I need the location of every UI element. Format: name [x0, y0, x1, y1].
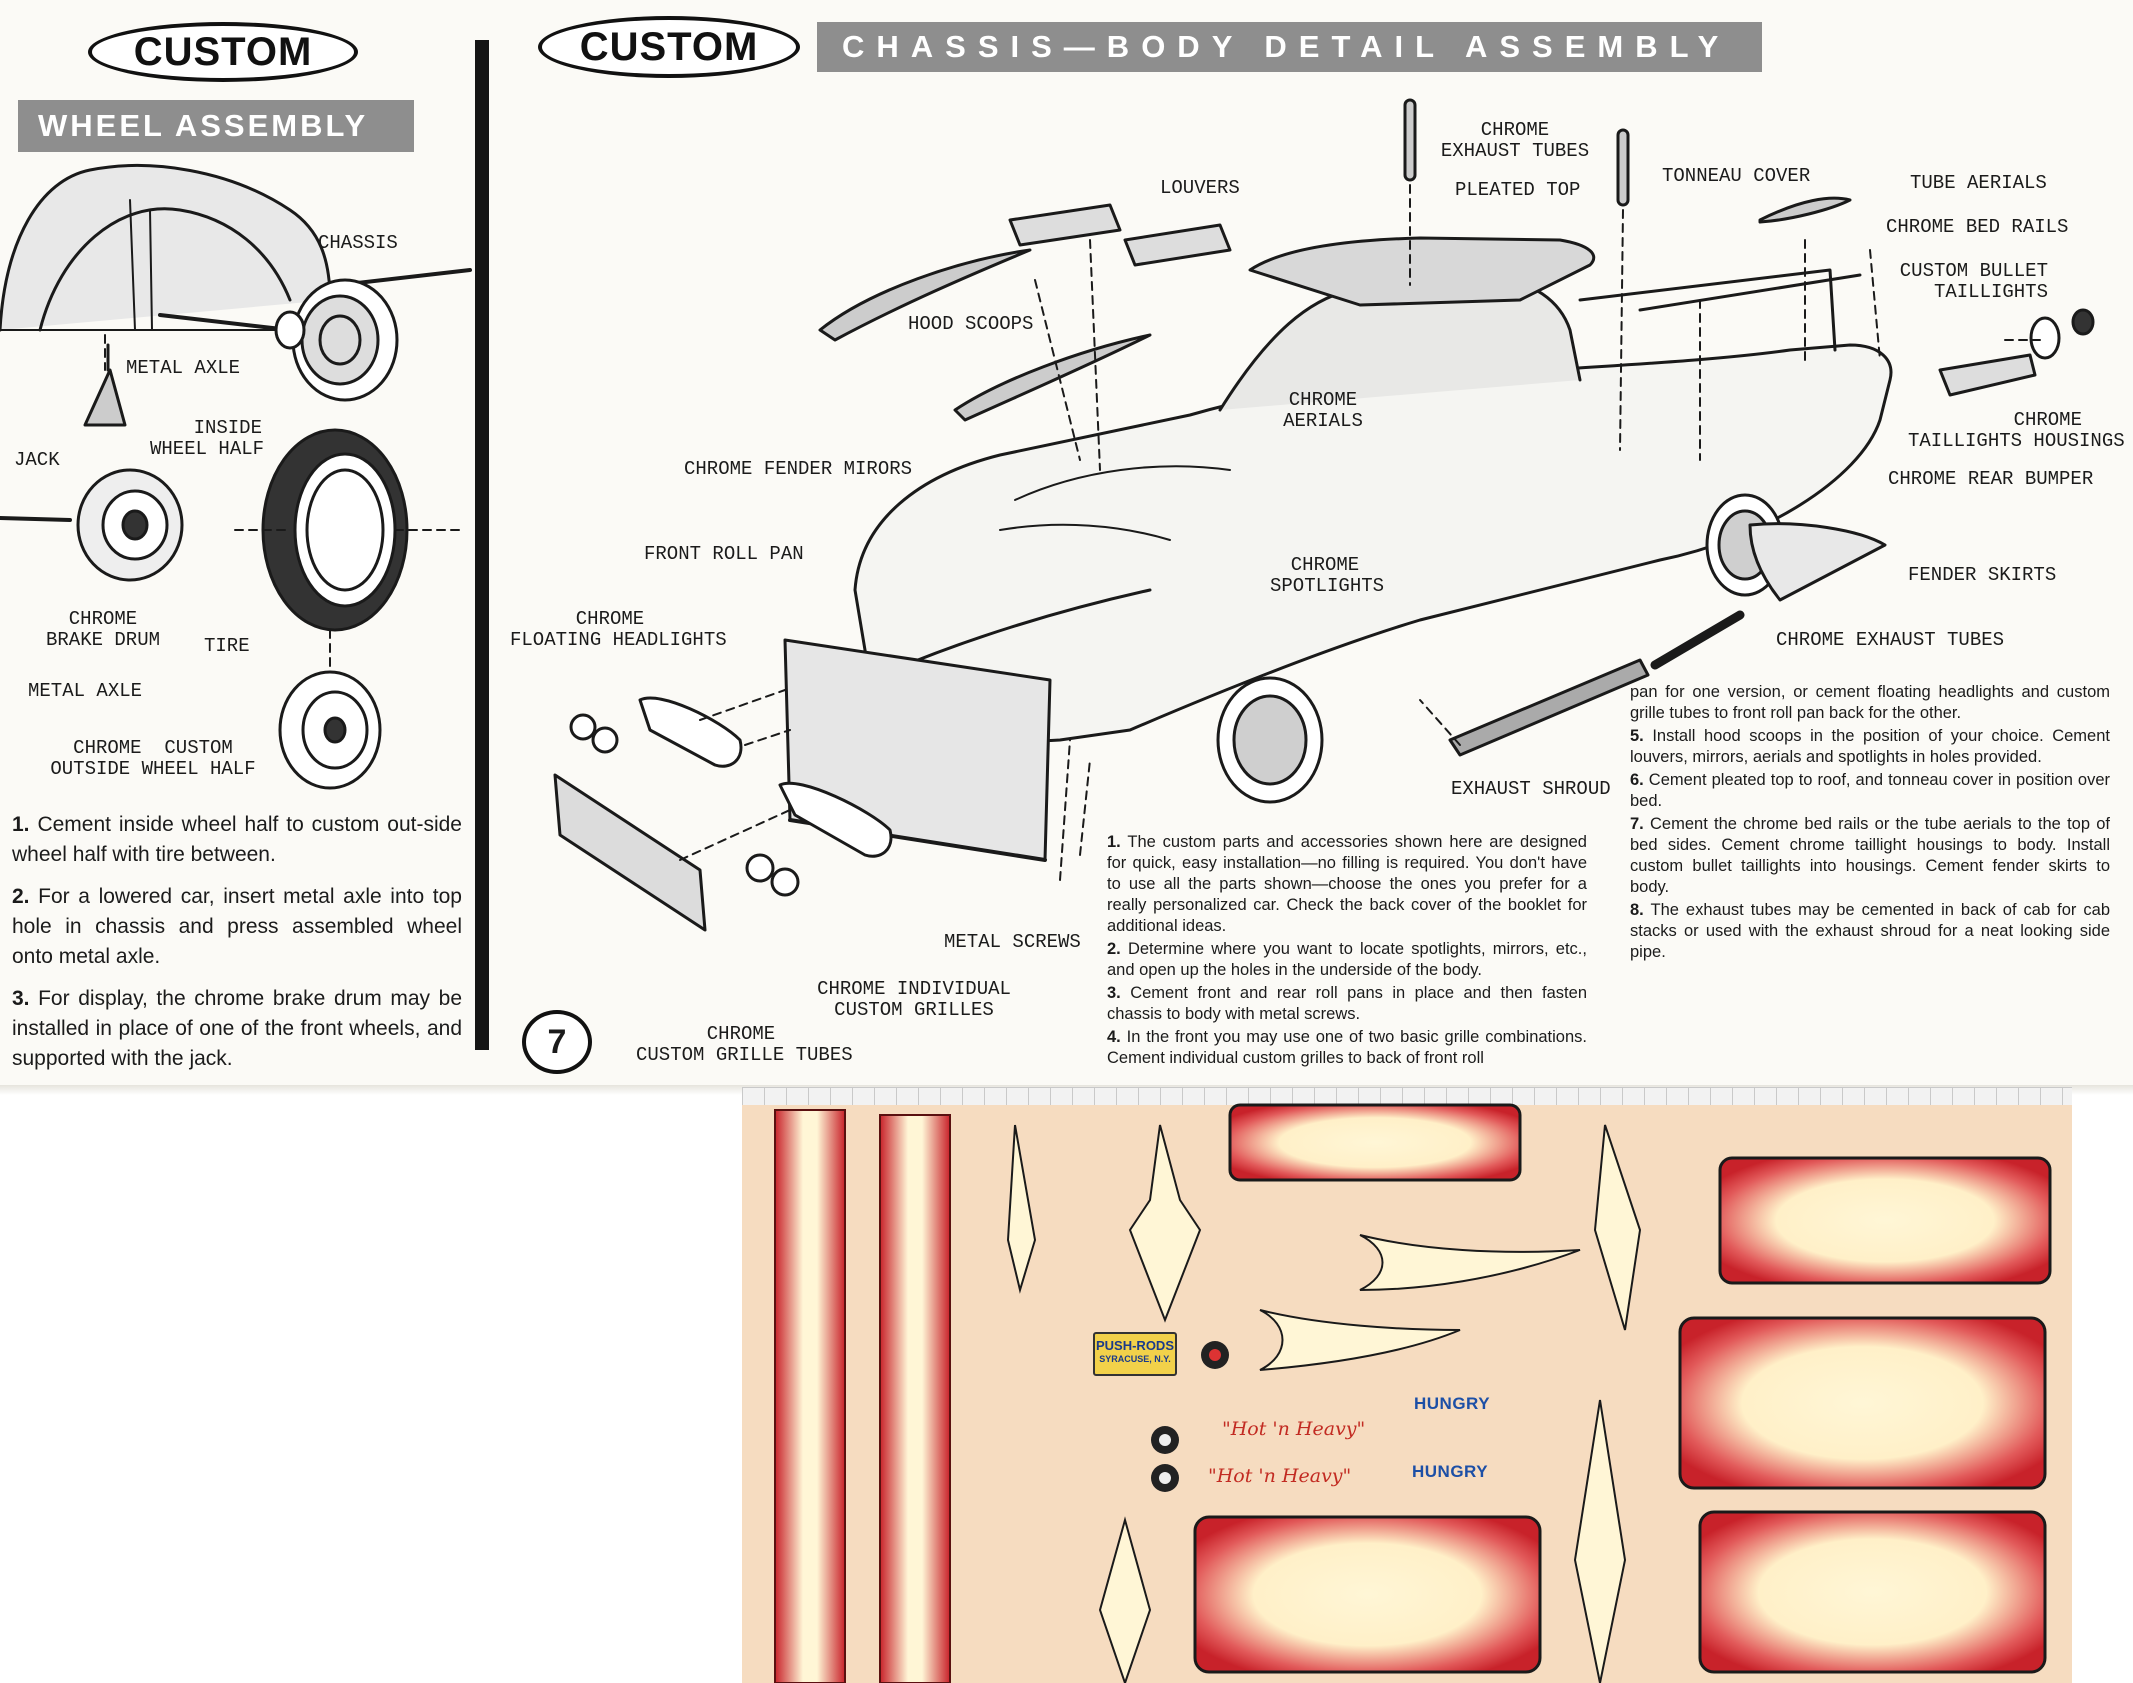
- decal-sheet: [742, 1105, 2072, 1683]
- label-tire: TIRE: [204, 635, 250, 657]
- outside-wheel-half-illustration: [278, 670, 382, 790]
- label-hood-scoops: HOOD SCOOPS: [908, 313, 1034, 335]
- label-chrome-aerials: CHROME AERIALS: [1283, 389, 1363, 432]
- label-tonneau-cover: TONNEAU COVER: [1662, 165, 1811, 187]
- wheel-assembly-steps: 1. Cement inside wheel half to custom ou…: [12, 810, 462, 1086]
- assembly-step-4: 4. In the front you may use one of two b…: [1107, 1028, 1587, 1067]
- label-chrome-exhaust-tubes-side: CHROME EXHAUST TUBES: [1776, 629, 2005, 651]
- label-chassis: CHASSIS: [318, 232, 398, 254]
- label-chrome-fender-mirors: CHROME FENDER MIRORS: [684, 458, 913, 480]
- brake-drum-illustration: [0, 468, 184, 582]
- louvers-illustration: [1008, 203, 1232, 267]
- assembly-step-4-continued: pan for one version, or cement floating …: [1630, 683, 2110, 722]
- label-outside-wheel-half: CHROME CUSTOM OUTSIDE WHEEL HALF: [50, 737, 256, 780]
- label-chrome-bed-rails: CHROME BED RAILS: [1886, 216, 2069, 238]
- label-pleated-top: PLEATED TOP: [1455, 179, 1581, 201]
- label-chrome-rear-bumper: CHROME REAR BUMPER: [1888, 468, 2094, 490]
- label-chrome-spotlights: CHROME SPOTLIGHTS: [1270, 554, 1385, 597]
- panel-divider: [475, 40, 489, 1050]
- floating-headlights-illustration: [569, 713, 800, 897]
- label-tube-aerials: TUBE AERIALS: [1910, 172, 2047, 194]
- hungry-decal-1: HUNGRY: [1414, 1394, 1491, 1413]
- grille-tubes-illustration: [553, 696, 893, 932]
- assembly-illustrations: [0, 98, 2095, 932]
- hot-n-heavy-decal-2: "Hot 'n Heavy": [1208, 1465, 1352, 1487]
- label-chrome-custom-grille-tubes: CHROME CUSTOM GRILLE TUBES: [636, 1023, 853, 1066]
- inside-wheel-half-illustration: [274, 278, 399, 402]
- assembly-step-6: 6. Cement pleated top to roof, and tonne…: [1630, 771, 2110, 810]
- exhaust-tubes-illustration: [1403, 98, 1745, 670]
- chassis-fender-illustration: [0, 164, 472, 332]
- label-exhaust-shroud: EXHAUST SHROUD: [1451, 778, 1611, 800]
- label-chrome-exhaust-tubes-top: CHROME EXHAUST TUBES: [1440, 119, 1590, 162]
- label-metal-axle-bottom: METAL AXLE: [28, 680, 143, 702]
- label-custom-bullet-taillights: CUSTOM BULLET TAILLIGHTS: [1899, 260, 2048, 303]
- car-illustration: [853, 236, 1893, 804]
- custom-logo-left: CUSTOM: [88, 22, 358, 82]
- tire-illustration: [261, 428, 409, 632]
- push-rods-plate-decal: PUSH-RODS SYRACUSE, N.Y.: [1093, 1332, 1177, 1376]
- label-chrome-floating-headlights: CHROME FLOATING HEADLIGHTS: [510, 608, 727, 651]
- wheel-step-2: 2. For a lowered car, insert metal axle …: [12, 885, 462, 968]
- assembly-step-1: 1. The custom parts and accessories show…: [1107, 833, 1587, 935]
- hungry-decal-2: HUNGRY: [1412, 1462, 1489, 1481]
- assembly-step-7: 7. Cement the chrome bed rails or the tu…: [1630, 815, 2110, 896]
- taillights-illustration: [1938, 308, 2095, 397]
- tube-aerials-illustration: [1758, 196, 1852, 224]
- exhaust-shroud-illustration: [1448, 658, 1650, 757]
- label-chrome-individual-custom-grilles: CHROME INDIVIDUAL CUSTOM GRILLES: [817, 978, 1011, 1021]
- label-fender-skirts: FENDER SKIRTS: [1908, 564, 2057, 586]
- jack-illustration: [83, 343, 127, 427]
- chassis-body-title: CHASSIS—BODY DETAIL ASSEMBLY: [817, 22, 1762, 72]
- wheel-step-1: 1. Cement inside wheel half to custom ou…: [12, 813, 462, 866]
- assembly-steps-column-1: 1. The custom parts and accessories show…: [1107, 832, 1587, 1082]
- label-metal-axle-top: METAL AXLE: [126, 357, 241, 379]
- assembly-step-2: 2. Determine where you want to locate sp…: [1107, 940, 1587, 979]
- metal-axle-illustration: [158, 313, 292, 332]
- assembly-step-3: 3. Cement front and rear roll pans in pl…: [1107, 984, 1587, 1023]
- wheel-assembly-title: WHEEL ASSEMBLY: [18, 100, 414, 152]
- label-louvers: LOUVERS: [1160, 177, 1240, 199]
- label-metal-screws: METAL SCREWS: [944, 931, 1081, 953]
- label-front-roll-pan: FRONT ROLL PAN: [644, 543, 804, 565]
- wheel-step-3: 3. For display, the chrome brake drum ma…: [12, 987, 462, 1070]
- assembly-step-8: 8. The exhaust tubes may be cemented in …: [1630, 901, 2110, 961]
- fender-skirt-illustration: [1748, 522, 1887, 602]
- page-number: 7: [522, 1010, 592, 1074]
- hood-scoops-illustration: [818, 248, 1152, 422]
- hot-n-heavy-decal-1: "Hot 'n Heavy": [1222, 1418, 1366, 1440]
- label-chrome-brake-drum: CHROME BRAKE DRUM: [45, 608, 161, 651]
- assembly-step-5: 5. Install hood scoops in the position o…: [1630, 727, 2110, 766]
- label-jack: JACK: [14, 449, 60, 471]
- assembly-steps-column-2: pan for one version, or cement floating …: [1630, 682, 2110, 992]
- label-chrome-taillights-housings: CHROME TAILLIGHTS HOUSINGS: [1908, 409, 2125, 452]
- label-inside-wheel-half: INSIDE WHEEL HALF: [150, 417, 265, 460]
- custom-logo-right: CUSTOM: [538, 16, 800, 78]
